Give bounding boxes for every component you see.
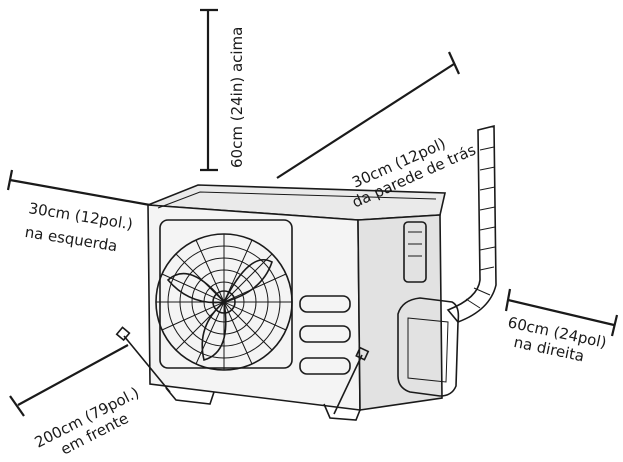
dimension-right bbox=[504, 288, 619, 337]
label-top-clearance: 60cm (24in) acima bbox=[228, 27, 246, 168]
dimension-back-cap bbox=[447, 51, 461, 75]
fan-icon bbox=[155, 233, 293, 371]
dimension-left bbox=[6, 169, 151, 207]
side-connector bbox=[403, 221, 427, 283]
label-left-clearance: 30cm (12pol.) na esquerda bbox=[24, 199, 134, 255]
dimension-right-cap-left bbox=[504, 288, 512, 312]
label-right-clearance: 60cm (24pol) na direita bbox=[506, 313, 608, 365]
dimension-left-cap bbox=[6, 169, 14, 191]
dimension-right-cap-right bbox=[610, 314, 619, 337]
vent-slot-3 bbox=[299, 357, 351, 375]
dimension-right-line bbox=[507, 298, 615, 327]
vent-slot-2 bbox=[299, 325, 351, 343]
dimension-front-cap bbox=[9, 395, 25, 417]
dimension-left-line bbox=[9, 178, 151, 207]
vent-slot-1 bbox=[299, 295, 351, 313]
outdoor-ac-unit-icon bbox=[115, 184, 460, 421]
anchor-bolt-left bbox=[115, 326, 171, 393]
dimension-front bbox=[9, 344, 129, 417]
dimension-back bbox=[276, 51, 461, 179]
anchor-bolt-right bbox=[333, 346, 370, 415]
valve-cover bbox=[397, 297, 460, 397]
label-front-clearance: 200cm (79pol.) em frente bbox=[32, 383, 142, 458]
dimension-back-line bbox=[276, 63, 455, 179]
unit-front-face bbox=[147, 204, 361, 411]
foot-right bbox=[323, 403, 361, 421]
unit-side-face bbox=[357, 214, 443, 411]
dimension-top bbox=[200, 8, 218, 172]
dimension-front-line bbox=[17, 344, 129, 406]
foot-left bbox=[165, 387, 215, 405]
